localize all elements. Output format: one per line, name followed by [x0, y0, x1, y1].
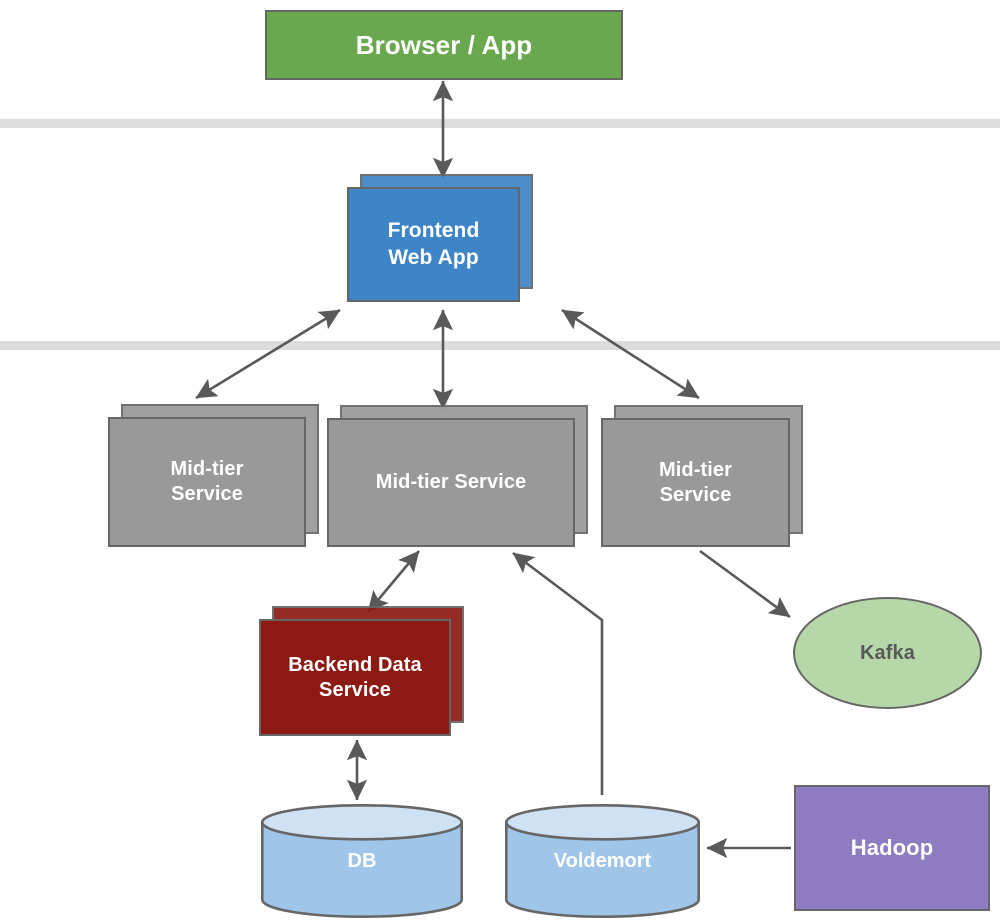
- tier-divider-top: [0, 119, 1000, 128]
- tier-divider-middle: [0, 341, 1000, 350]
- node-hadoop-label: Hadoop: [850, 835, 934, 861]
- node-mid-tier-service-right-box[interactable]: Mid-tier Service: [601, 418, 790, 547]
- node-frontend-web-app-box[interactable]: Frontend Web App: [347, 187, 520, 302]
- node-kafka[interactable]: Kafka: [793, 597, 982, 709]
- edge-mid-tier-center-to-backend-data-service: [367, 550, 420, 613]
- node-backend-data-service-box[interactable]: Backend Data Service: [259, 619, 451, 736]
- edge-frontend-to-mid-tier-right: [561, 308, 700, 400]
- node-mid-tier-service-center-label: Mid-tier Service: [375, 471, 527, 494]
- node-db-cylinder-shape: [261, 804, 463, 918]
- node-browser-app-label: Browser / App: [355, 29, 533, 60]
- node-hadoop-box[interactable]: Hadoop: [794, 785, 990, 911]
- node-kafka-label: Kafka: [860, 641, 915, 664]
- node-mid-tier-service-left-label: Mid-tier Service: [170, 458, 244, 505]
- edge-frontend-to-mid-tier-left: [195, 308, 341, 400]
- node-voldemort-cylinder-shape: [505, 804, 700, 918]
- edge-mid-tier-right-to-kafka: [699, 549, 791, 619]
- node-mid-tier-service-center-box[interactable]: Mid-tier Service: [327, 418, 575, 547]
- node-frontend-web-app-label: Frontend Web App: [387, 219, 480, 269]
- edge-voldemort-to-mid-tier-center: [512, 551, 604, 795]
- node-mid-tier-service-left-box[interactable]: Mid-tier Service: [108, 417, 306, 547]
- node-mid-tier-service-right-label: Mid-tier Service: [658, 458, 733, 506]
- node-browser-app-box[interactable]: Browser / App: [265, 10, 623, 80]
- node-voldemort[interactable]: Voldemort: [505, 804, 700, 918]
- node-backend-data-service-label: Backend Data Service: [288, 653, 422, 701]
- node-db[interactable]: DB: [261, 804, 463, 918]
